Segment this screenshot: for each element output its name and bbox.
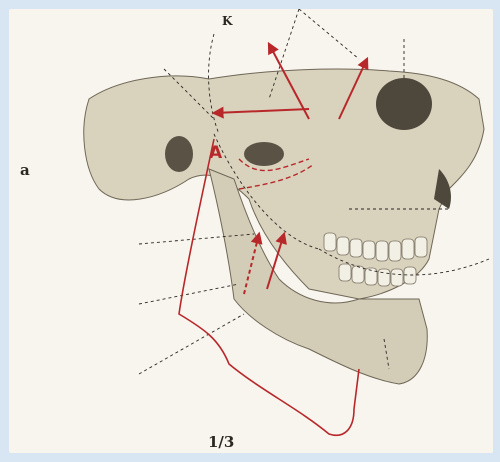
panel-letter-label: a [20,161,30,179]
figure-frame: K a A 1/3 [9,9,493,453]
point-a-label: A [209,143,222,163]
ratio-label: 1/3 [208,433,234,451]
skull-illustration [9,9,493,453]
point-k-label: K [222,14,232,28]
orbit-shape [376,78,432,130]
